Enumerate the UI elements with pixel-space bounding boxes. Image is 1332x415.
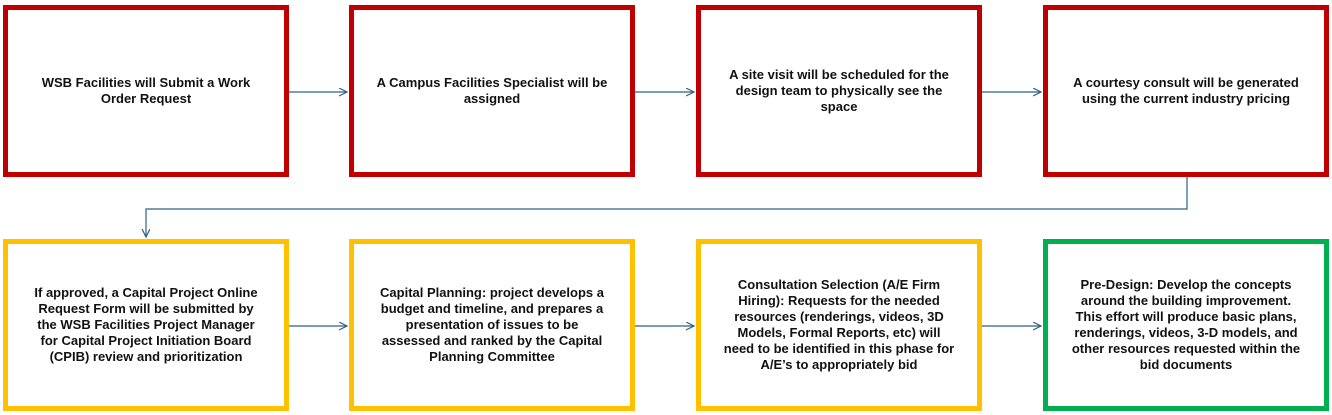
step-text: WSB Facilities will Submit a Work Order … <box>41 75 251 106</box>
step-text: A courtesy consult will be generated usi… <box>1073 75 1299 106</box>
step-text: Pre-Design: Develop the concepts around … <box>1071 277 1301 372</box>
step-consultation-selection: Consultation Selection (A/E Firm Hiring)… <box>696 239 982 411</box>
step-capital-project-request: If approved, a Capital Project Online Re… <box>3 239 289 411</box>
arrow-step4-to-step5 <box>146 177 1188 237</box>
step-text: If approved, a Capital Project Online Re… <box>34 285 258 364</box>
step-specialist-assigned: A Campus Facilities Specialist will be a… <box>349 5 635 177</box>
step-pre-design: Pre-Design: Develop the concepts around … <box>1043 239 1329 411</box>
step-submit-work-order: WSB Facilities will Submit a Work Order … <box>3 5 289 177</box>
step-text: A Campus Facilities Specialist will be a… <box>376 75 608 106</box>
step-site-visit: A site visit will be scheduled for the d… <box>696 5 982 177</box>
step-text: A site visit will be scheduled for the d… <box>729 67 949 114</box>
step-capital-planning: Capital Planning: project develops a bud… <box>349 239 635 411</box>
step-courtesy-consult: A courtesy consult will be generated usi… <box>1043 5 1329 177</box>
step-text: Capital Planning: project develops a bud… <box>380 285 604 364</box>
step-text: Consultation Selection (A/E Firm Hiring)… <box>723 277 955 372</box>
